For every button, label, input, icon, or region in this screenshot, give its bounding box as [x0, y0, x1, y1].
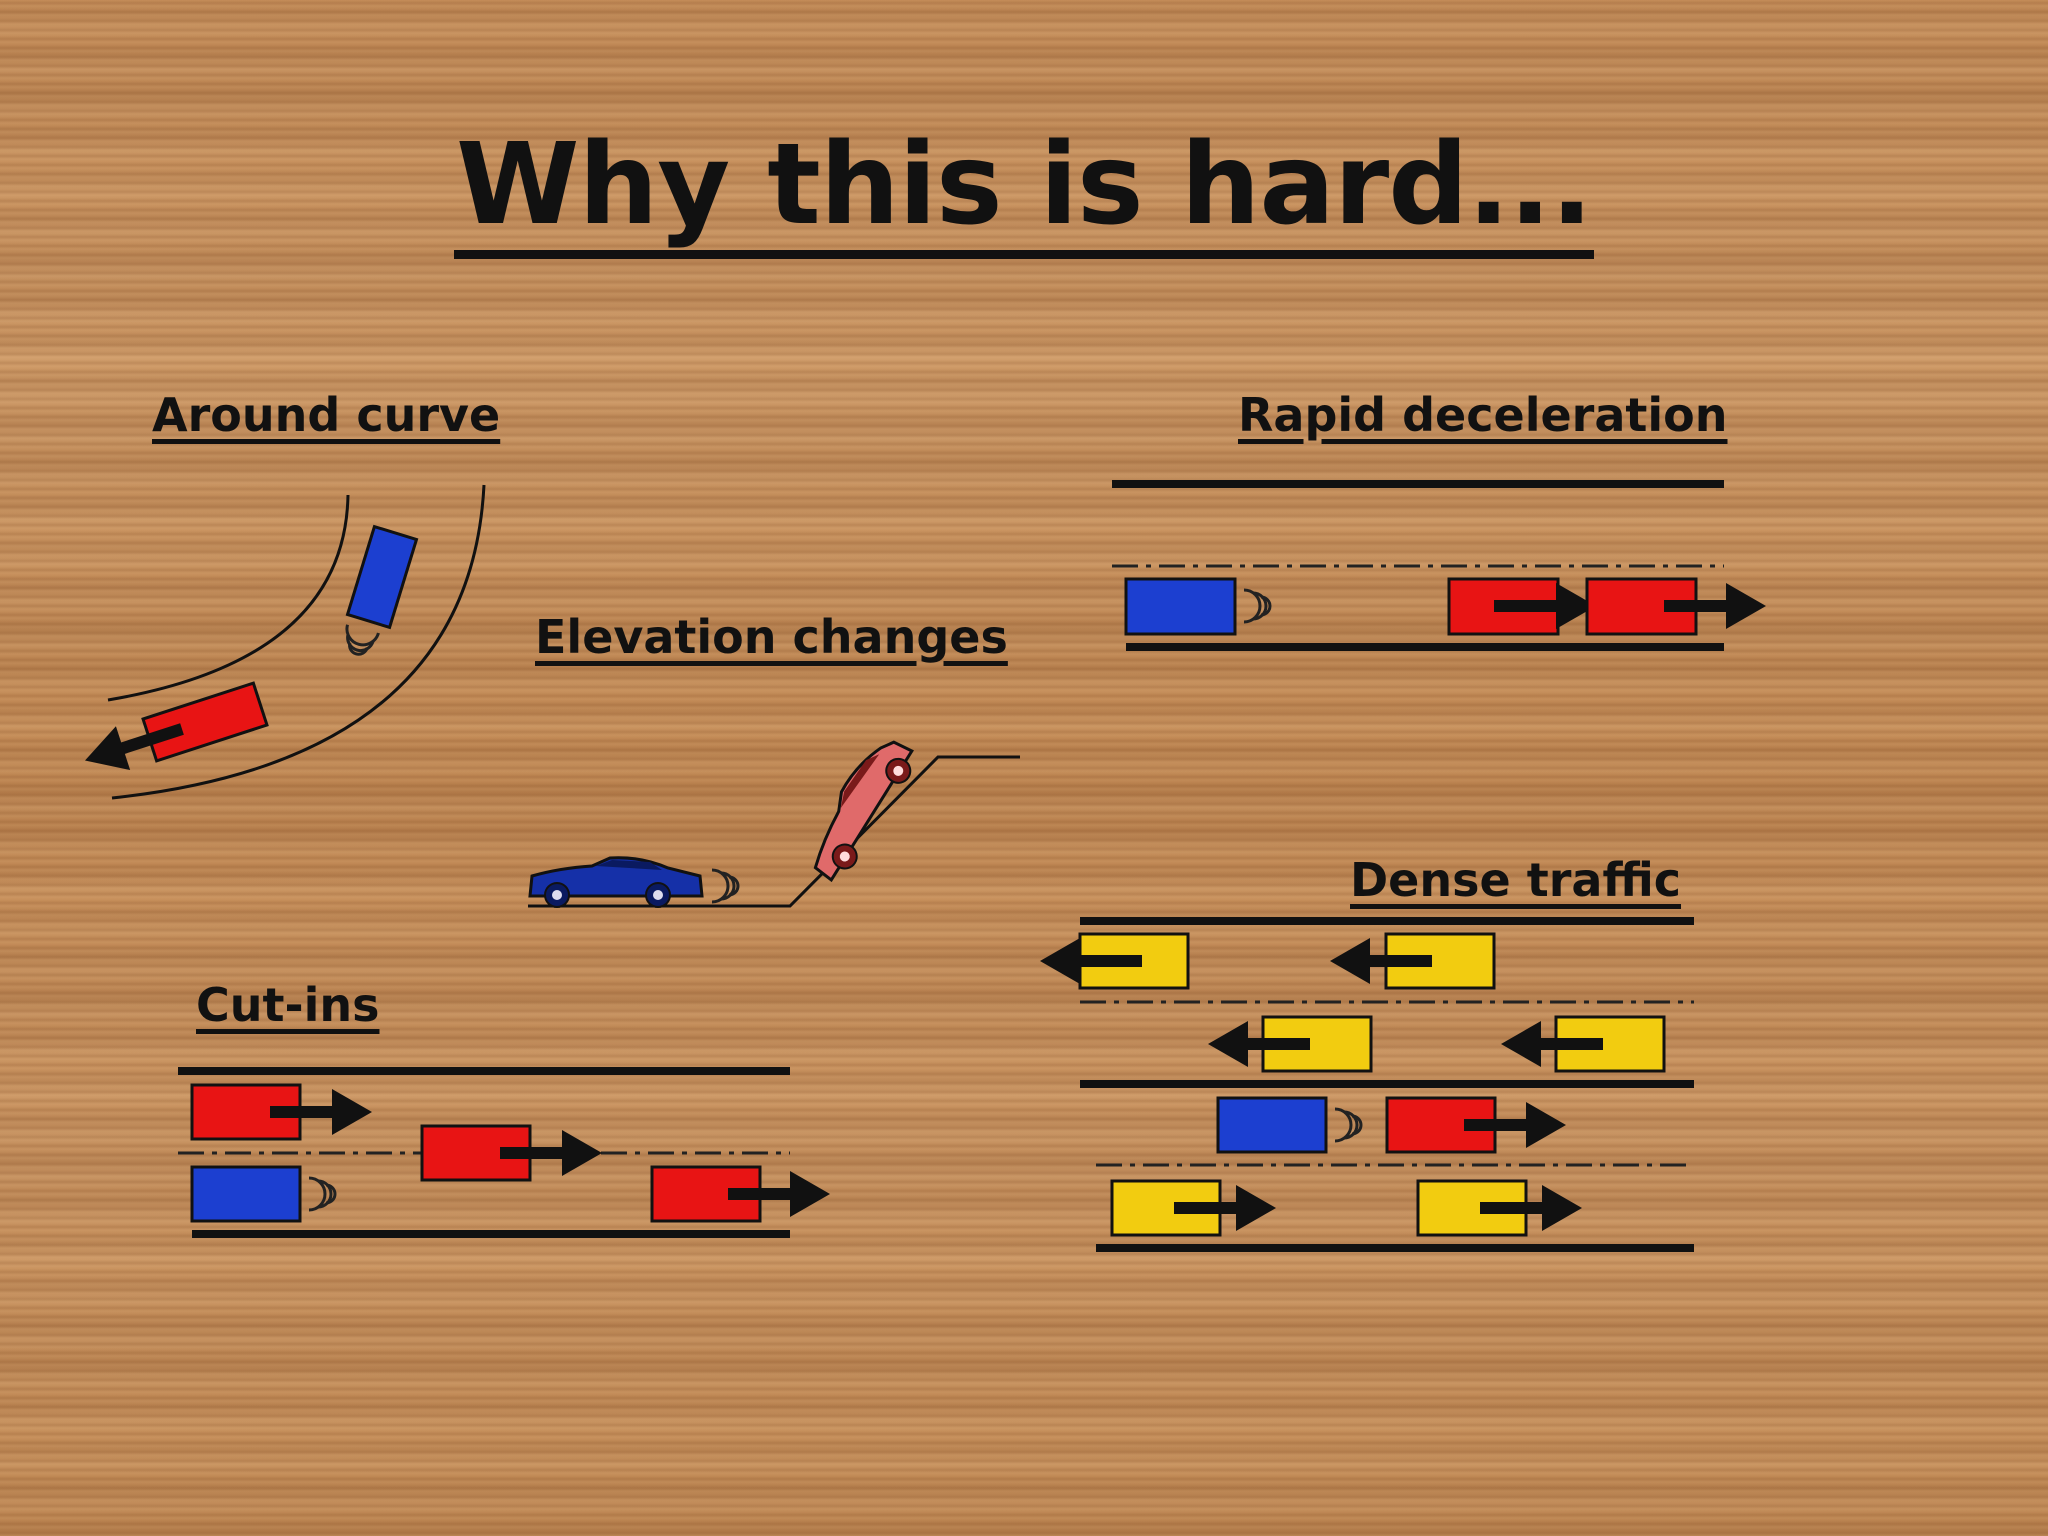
elevation-changes-diagram [528, 731, 1020, 907]
oncoming-vehicle [143, 683, 267, 761]
sports-car-icon [799, 731, 921, 886]
rapid-deceleration-diagram [1112, 484, 1766, 647]
sports-car-icon [530, 858, 702, 907]
sensor-wave-icon [1335, 1109, 1361, 1141]
ego-vehicle [1126, 579, 1235, 634]
cut-ins-diagram [178, 1071, 830, 1234]
around-curve-diagram [78, 485, 484, 798]
sensor-wave-icon [712, 870, 738, 902]
dense-traffic-diagram [1040, 921, 1694, 1248]
ego-vehicle [192, 1167, 300, 1221]
sensor-wave-icon [309, 1178, 335, 1210]
ego-vehicle [1218, 1098, 1326, 1152]
ego-vehicle [348, 527, 417, 628]
curve-road-inner-edge [108, 495, 348, 700]
sensor-wave-icon [341, 625, 379, 658]
sensor-wave-icon [1244, 590, 1270, 622]
